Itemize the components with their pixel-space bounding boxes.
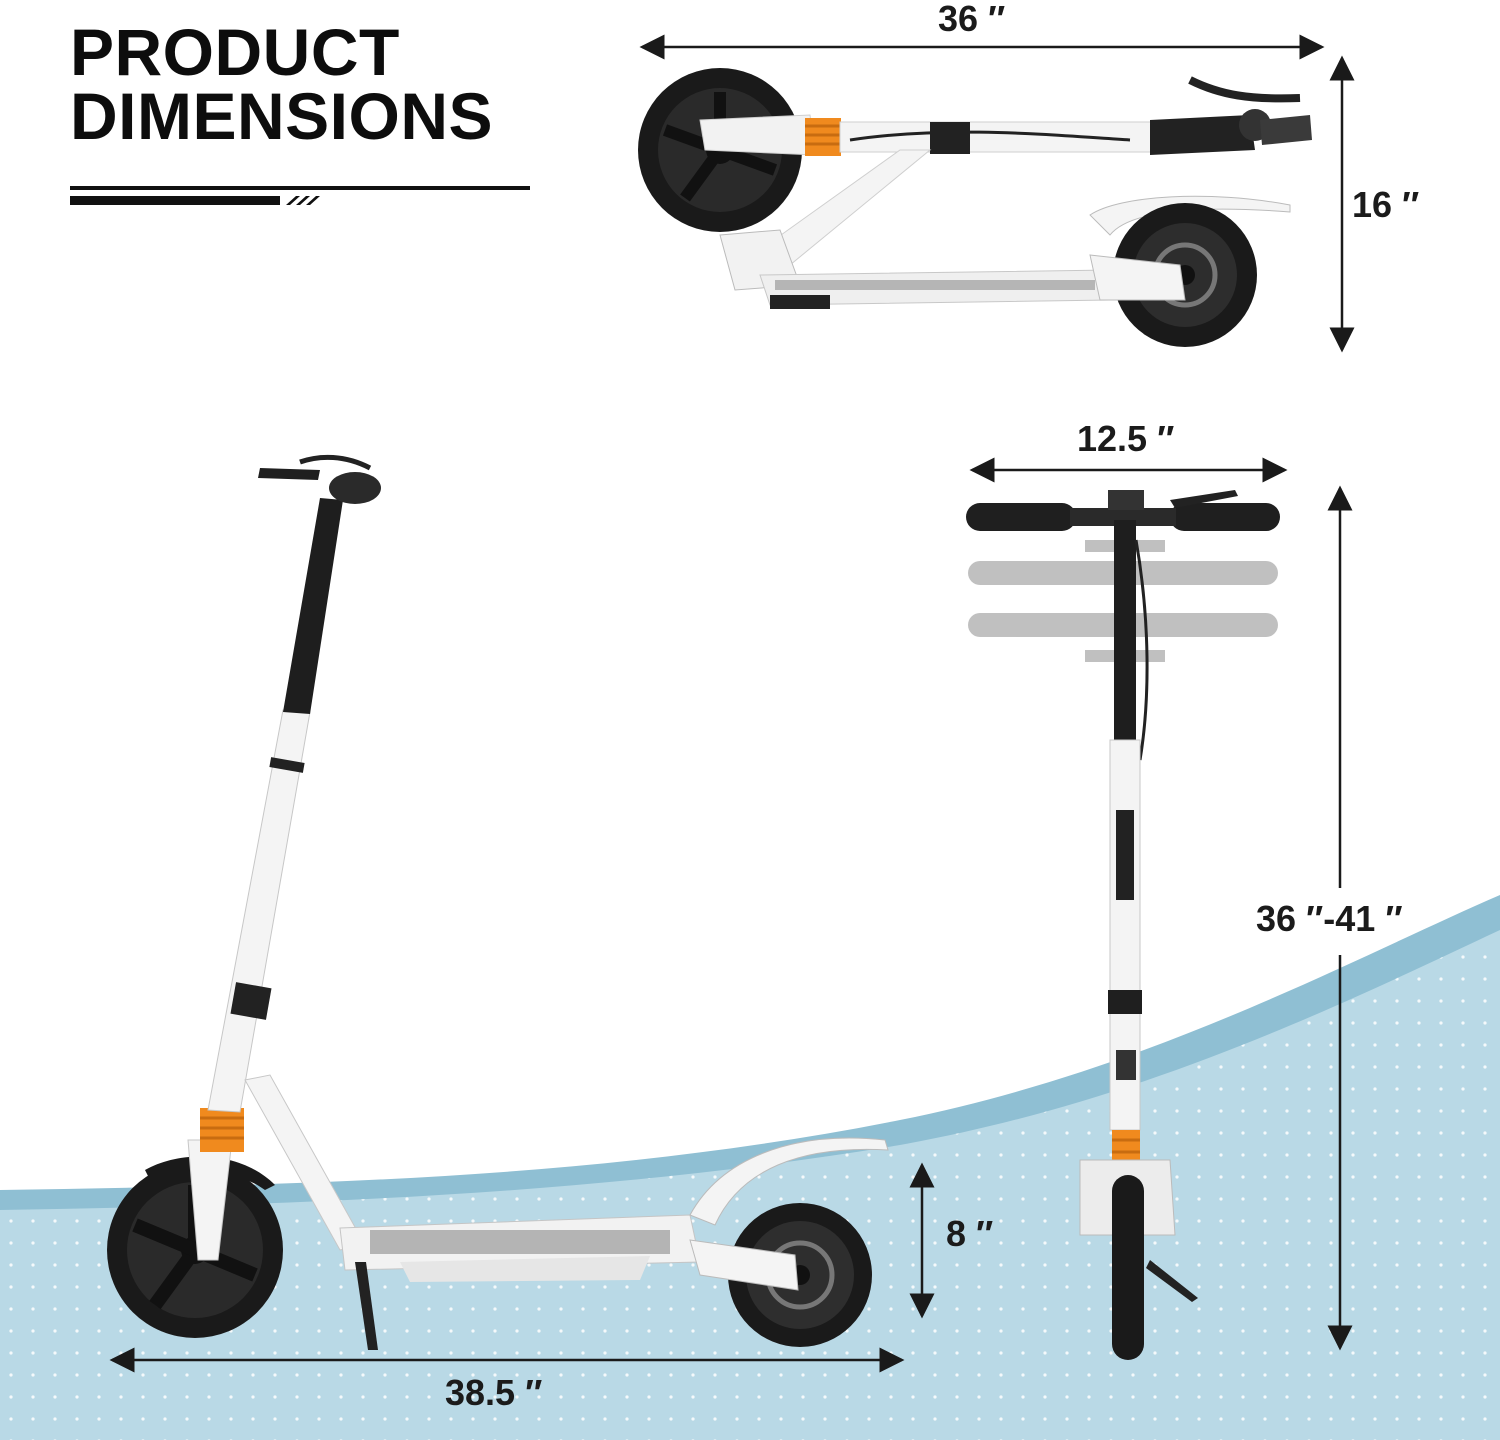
folded-scooter-image: [638, 68, 1312, 347]
front-view-scooter-image: [966, 490, 1280, 1360]
label-handlebar-width: 12.5 ″: [1077, 418, 1175, 459]
title-underline: [70, 186, 530, 205]
label-folded-length: 36 ″: [938, 0, 1006, 39]
label-handlebar-height: 36 ″-41 ″: [1256, 898, 1403, 939]
label-unfolded-length: 38.5 ″: [445, 1372, 543, 1413]
side-view-scooter-image: [107, 454, 889, 1350]
page-title: PRODUCT DIMENSIONS: [70, 15, 494, 153]
title-line-2: DIMENSIONS: [70, 79, 494, 153]
dimension-arrows: [109, 34, 1355, 1373]
title-line-1: PRODUCT: [70, 15, 400, 89]
label-folded-height: 16 ″: [1352, 184, 1420, 225]
label-wheel-height: 8 ″: [946, 1213, 994, 1254]
